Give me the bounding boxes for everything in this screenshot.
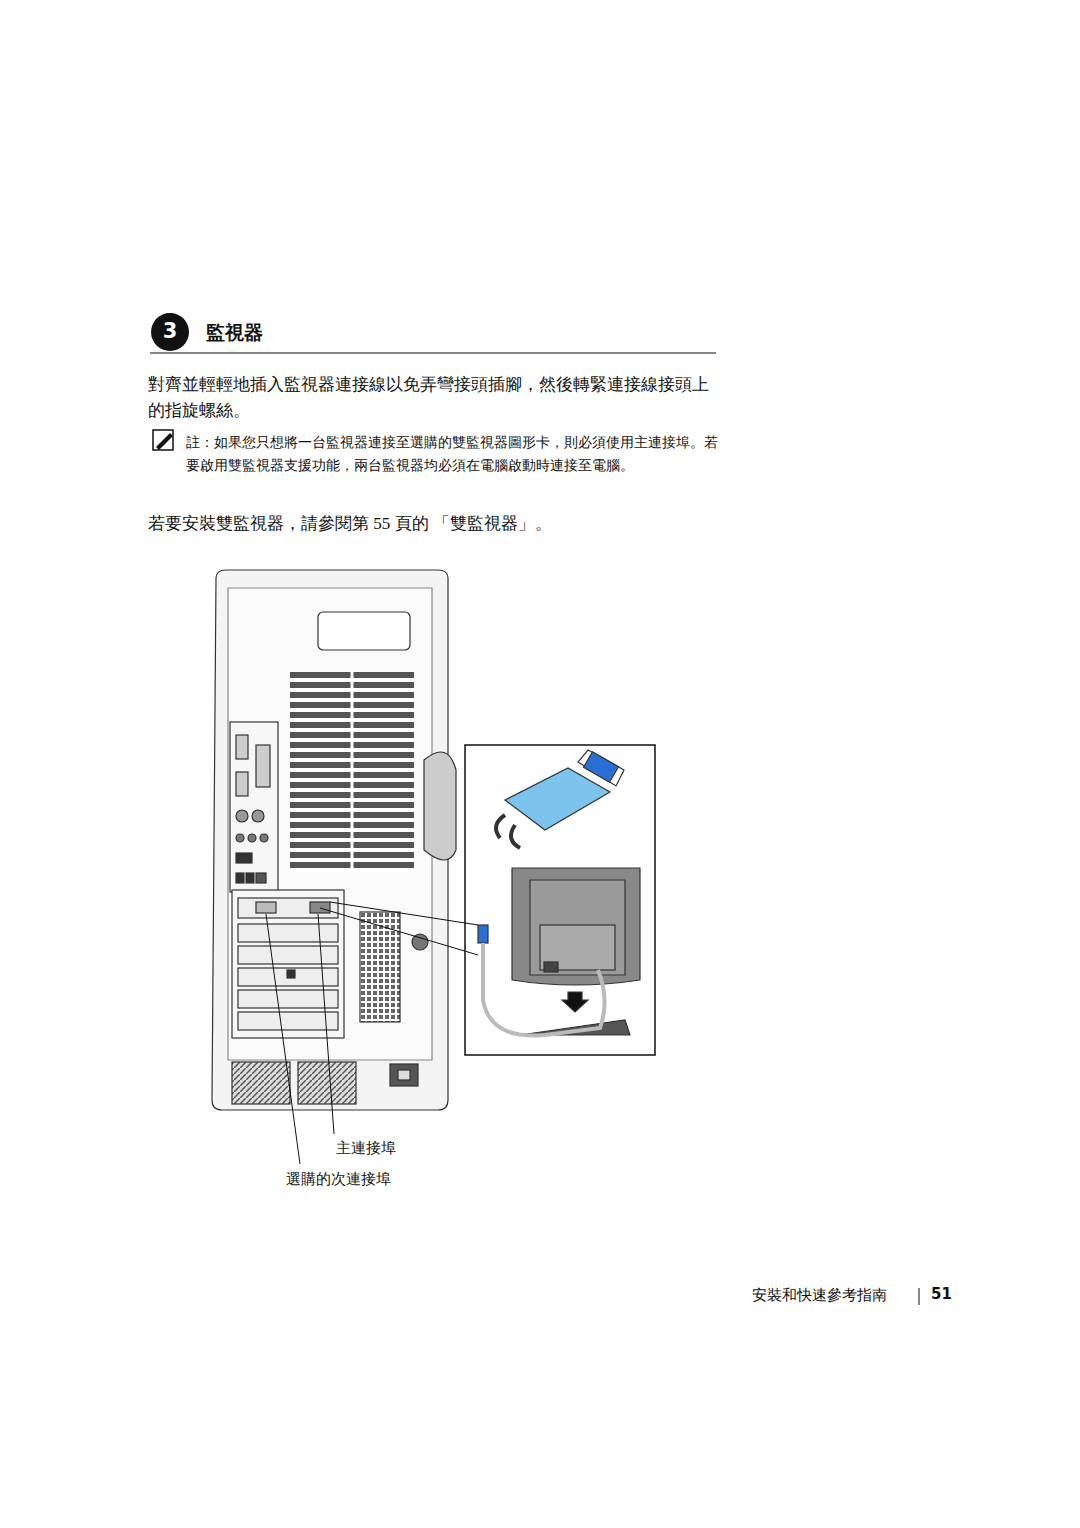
footer-rule [919,1288,920,1305]
callout-label: 選購的次連接埠 [286,1170,391,1189]
leader-lines [266,902,478,1164]
heading-rule [150,352,716,353]
step-number: 3 [158,319,182,343]
footer-title: 安裝和快速參考指南 [752,1286,887,1305]
body-text: 若要安裝雙監視器，請參閱第 55 頁的 「雙監視器」。 [148,511,720,537]
page-number: 51 [931,1285,952,1303]
note-icon [153,430,173,450]
step-circle [151,313,189,351]
note-text: 註：如果您只想將一台監視器連接至選購的雙監視器圖形卡，則必須使用主連接埠。若要啟… [186,431,722,477]
section-heading: 監視器 [206,320,263,346]
body-text: 對齊並輕輕地插入監視器連接線以免弄彎接頭插腳，然後轉緊連接線接頭上的指旋螺絲。 [148,372,720,424]
monitor-inset [465,745,655,1055]
computer-tower [212,570,456,1110]
callout-label: 主連接埠 [336,1139,396,1158]
